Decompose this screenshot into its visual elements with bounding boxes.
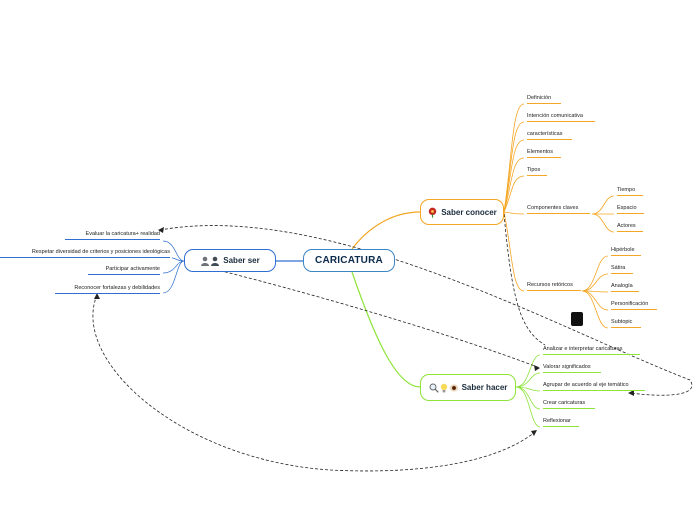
relation-evaluar-agrupar [159,225,693,396]
user-gray-icon [201,256,210,266]
conocer-item-recursos[interactable]: Recursos retóricos [527,282,581,291]
componente-tiempo[interactable]: Tiempo [617,187,643,196]
saber-hacer-label: Saber hacer [461,383,508,392]
saber-ser-node[interactable]: Saber ser [184,249,276,272]
hacer-item-valorar[interactable]: Valorar significados [543,364,601,373]
saber-conocer-label: Saber conocer [441,207,497,217]
central-topic-label: CARICATURA [315,255,383,266]
hacer-item-reflexionar[interactable]: Reflexionar [543,418,579,427]
hacer-item-agrupar[interactable]: Agrupar de acuerdo al eje temático [543,382,645,391]
componente-actores[interactable]: Actores [617,223,643,232]
red-flower-icon [428,207,437,218]
relation-ser-valorar [185,261,541,369]
recurso-analogia[interactable]: Analogía [611,283,639,292]
magnifier-icon [429,383,439,393]
conocer-item-definicion[interactable]: Definición [527,95,561,104]
conocer-item-elementos[interactable]: Elementos [527,149,561,158]
hacer-item-crear[interactable]: Crear caricaturas [543,400,595,409]
recurso-hiperbole[interactable]: Hipérbole [611,247,641,256]
central-topic[interactable]: CARICATURA [303,249,395,272]
conocer-item-componentes[interactable]: Componentes claves [527,205,590,214]
connector-center-conocer [351,211,421,250]
componente-espacio[interactable]: Espacio [617,205,644,214]
conocer-item-tipos[interactable]: Tipos [527,167,547,176]
ser-item-participar[interactable]: Participar activamente [88,266,160,275]
conocer-item-intencion[interactable]: Intención comunicativa [527,113,595,122]
ser-item-respetar[interactable]: Respetar diversidad de criterios y posic… [0,249,170,258]
conocer-item-caracteristicas[interactable]: características [527,131,572,140]
relation-conocer-analizar [503,213,546,346]
hacer-item-analizar[interactable]: Analizar e interpretar caricaturas [543,346,640,355]
note-icon [571,312,583,326]
eye-icon [449,383,458,392]
recurso-subtopic[interactable]: Subtopic [611,319,641,328]
lightbulb-icon [440,383,447,392]
connector-center-hacer [351,271,421,388]
saber-hacer-node[interactable]: Saber hacer [420,374,516,401]
user-dark-icon [211,256,220,266]
recurso-satira[interactable]: Sátira [611,265,633,274]
saber-conocer-node[interactable]: Saber conocer [420,199,504,225]
relation-reconocer-reflexionar [92,294,536,472]
ser-item-evaluar[interactable]: Evaluar la caricatura+ realidad [65,231,160,240]
ser-item-reconocer[interactable]: Reconocer fortalezas y debilidades [55,285,160,294]
saber-ser-label: Saber ser [223,256,260,265]
recurso-personificacion[interactable]: Personificación [611,301,657,310]
